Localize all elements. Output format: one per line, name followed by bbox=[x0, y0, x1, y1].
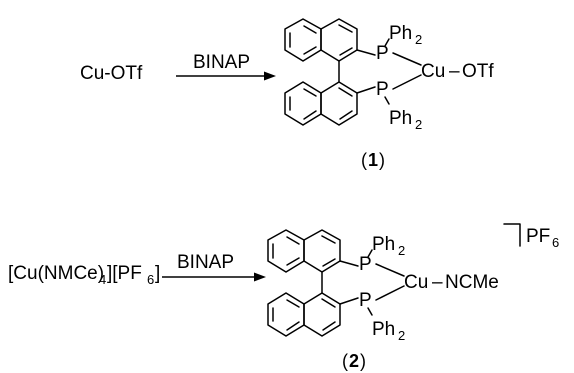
svg-text:][PF: ][PF bbox=[107, 263, 142, 284]
reaction-arrow-2 bbox=[162, 272, 266, 282]
svg-text:4: 4 bbox=[99, 272, 106, 287]
svg-text:]: ] bbox=[155, 263, 160, 284]
copper-atom: Cu bbox=[404, 272, 428, 293]
phenyl-group-top: Ph 2 bbox=[389, 23, 422, 47]
phosphorus-atom-bottom: P bbox=[376, 79, 389, 100]
phenyl-group-bottom: Ph 2 bbox=[372, 319, 405, 343]
counterion: PF 6 bbox=[526, 226, 559, 250]
svg-text:Ph: Ph bbox=[372, 234, 395, 255]
svg-text:(: ( bbox=[361, 150, 367, 170]
svg-text:6: 6 bbox=[147, 272, 154, 287]
svg-text:6: 6 bbox=[552, 235, 559, 250]
svg-text:2: 2 bbox=[398, 243, 405, 258]
reactant-1: Cu-OTf bbox=[80, 63, 143, 84]
svg-text:PF: PF bbox=[526, 226, 550, 247]
svg-text:Ph: Ph bbox=[389, 23, 412, 44]
product-1-structure: P P Ph 2 Ph 2 Cu – OTf bbox=[284, 18, 494, 132]
reagent-1: BINAP bbox=[193, 52, 250, 73]
svg-text:[Cu(NMCe): [Cu(NMCe) bbox=[8, 263, 104, 284]
svg-text:1: 1 bbox=[368, 150, 378, 170]
phenyl-group-bottom: Ph 2 bbox=[389, 108, 422, 132]
bond-dash: – bbox=[432, 272, 443, 293]
phosphorus-atom-bottom: P bbox=[359, 290, 372, 311]
compound-label-2: ( 2 ) bbox=[342, 351, 366, 371]
bond-dash: – bbox=[449, 61, 460, 82]
reaction-1: Cu-OTf BINAP P P Ph 2 Ph 2 Cu – OTf ( 1 bbox=[80, 18, 494, 170]
acetonitrile-ligand: NCMe bbox=[445, 272, 499, 293]
reaction-2: [Cu(NMCe) 4 ][PF 6 ] BINAP P P Ph 2 Ph 2… bbox=[8, 223, 559, 371]
copper-atom: Cu bbox=[421, 61, 445, 82]
svg-text:): ) bbox=[360, 351, 366, 371]
phosphorus-atom-top: P bbox=[359, 254, 372, 275]
compound-label-1: ( 1 ) bbox=[361, 150, 385, 170]
reaction-arrow-1 bbox=[176, 71, 276, 81]
svg-text:2: 2 bbox=[415, 32, 422, 47]
svg-text:Ph: Ph bbox=[372, 319, 395, 340]
svg-text:): ) bbox=[379, 150, 385, 170]
svg-text:(: ( bbox=[342, 351, 348, 371]
reactant-2: [Cu(NMCe) 4 ][PF 6 ] bbox=[8, 263, 160, 287]
svg-text:2: 2 bbox=[398, 328, 405, 343]
svg-text:2: 2 bbox=[349, 351, 359, 371]
complex-bracket bbox=[503, 223, 521, 247]
phenyl-group-top: Ph 2 bbox=[372, 234, 405, 258]
reagent-2: BINAP bbox=[177, 252, 234, 273]
svg-text:2: 2 bbox=[415, 117, 422, 132]
phosphorus-atom-top: P bbox=[376, 43, 389, 64]
svg-text:Ph: Ph bbox=[389, 108, 412, 129]
triflate-ligand: OTf bbox=[462, 61, 494, 82]
product-2-structure: P P Ph 2 Ph 2 Cu – NCMe PF 6 bbox=[267, 223, 559, 343]
